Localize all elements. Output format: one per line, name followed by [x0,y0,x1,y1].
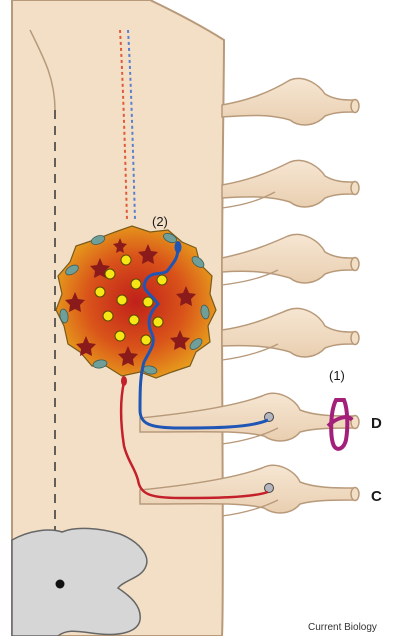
label-root-d: D [371,415,382,432]
grey-matter-section [12,528,147,636]
red-terminal [121,376,127,386]
credit-text: Current Biology [308,622,377,633]
root-4 [222,308,359,360]
root-3 [222,234,359,285]
blue-growth-cone [175,241,182,253]
label-site-1: (1) [329,368,345,383]
label-root-c: C [371,488,382,505]
root-1 [222,78,359,125]
root-2 [222,160,359,208]
central-canal [56,580,65,589]
drg-neuron-c [265,484,274,493]
label-site-2: (2) [152,214,168,229]
